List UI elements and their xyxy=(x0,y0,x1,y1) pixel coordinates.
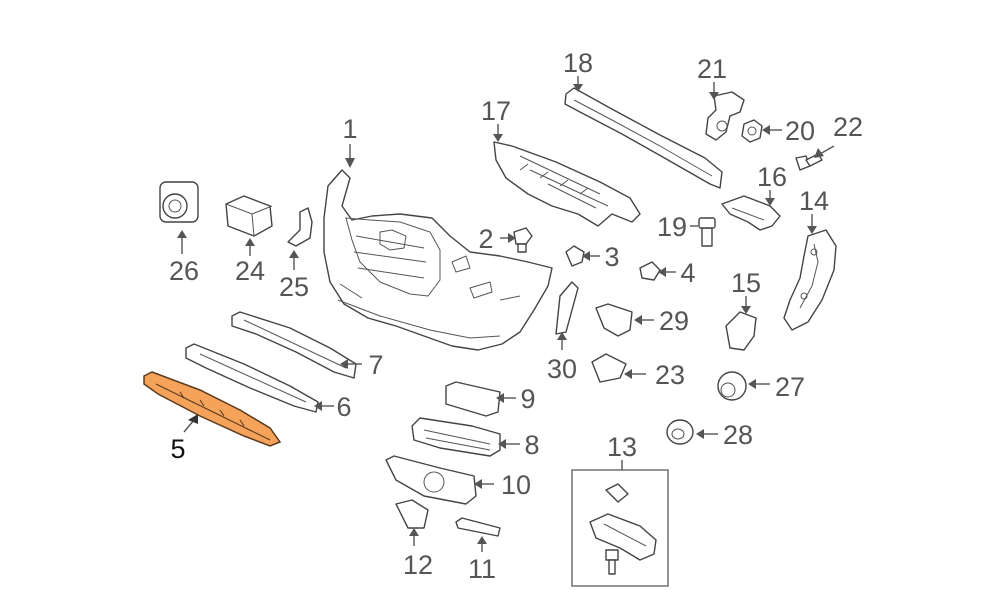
callout-28: 28 xyxy=(723,420,753,450)
callout-27: 27 xyxy=(775,372,805,402)
part-19-bolt[interactable] xyxy=(698,217,716,247)
callout-14: 14 xyxy=(799,186,829,216)
part-14-side-bracket[interactable] xyxy=(783,229,837,331)
part-11-trim-strip[interactable] xyxy=(455,517,501,537)
callout-4: 4 xyxy=(680,258,695,288)
leader-lines xyxy=(177,76,835,552)
callout-16: 16 xyxy=(757,162,787,192)
part-21-bracket[interactable] xyxy=(705,91,745,141)
part-25-bracket[interactable] xyxy=(287,207,313,247)
callout-22: 22 xyxy=(833,112,863,142)
part-23-cap[interactable] xyxy=(591,353,627,383)
callout-12: 12 xyxy=(403,550,433,580)
callout-10: 10 xyxy=(501,470,531,500)
callout-1: 1 xyxy=(342,114,357,144)
part-9-plate[interactable] xyxy=(445,381,501,417)
callout-7: 7 xyxy=(368,350,383,380)
part-2-bolt[interactable] xyxy=(513,227,533,253)
part-12-cap[interactable] xyxy=(395,499,429,529)
part-5-spoiler-highlighted[interactable] xyxy=(143,371,282,447)
callout-15: 15 xyxy=(731,268,761,298)
part-27-sensor-housing[interactable] xyxy=(717,371,747,401)
callout-25: 25 xyxy=(279,272,309,302)
part-29-cover[interactable] xyxy=(595,303,633,337)
part-1-bumper-cover[interactable] xyxy=(323,169,553,351)
callout-3: 3 xyxy=(604,242,619,272)
callout-11: 11 xyxy=(468,554,496,584)
callout-26: 26 xyxy=(169,256,199,286)
callout-20: 20 xyxy=(785,116,815,146)
part-17-absorber[interactable] xyxy=(493,141,641,227)
callout-30: 30 xyxy=(547,354,577,384)
callout-13: 13 xyxy=(607,432,637,462)
callout-2: 2 xyxy=(478,224,493,254)
callout-6: 6 xyxy=(336,392,351,422)
callout-9: 9 xyxy=(520,384,535,414)
callout-labels: 1 2 3 4 5 6 7 8 9 10 11 12 13 14 15 16 1… xyxy=(169,48,863,584)
part-4-clip[interactable] xyxy=(639,261,661,281)
callout-24: 24 xyxy=(235,256,265,286)
callout-19: 19 xyxy=(657,212,687,242)
part-28-grommet[interactable] xyxy=(666,419,694,445)
part-16-mount-bracket[interactable] xyxy=(721,195,781,231)
part-18-impact-bar[interactable] xyxy=(564,87,723,189)
callout-29: 29 xyxy=(659,306,689,336)
callout-18: 18 xyxy=(563,48,593,78)
part-15-cover[interactable] xyxy=(725,311,757,351)
part-26-sensor[interactable] xyxy=(159,181,199,223)
part-24-module[interactable] xyxy=(225,195,273,237)
part-13-kit[interactable] xyxy=(571,469,669,587)
callout-8: 8 xyxy=(524,430,539,460)
part-30-strip[interactable] xyxy=(555,281,579,335)
callout-21: 21 xyxy=(697,54,727,84)
part-7-lower-strip[interactable] xyxy=(231,311,357,379)
callout-5: 5 xyxy=(170,434,185,464)
part-6-lower-trim[interactable] xyxy=(185,343,319,413)
callout-17: 17 xyxy=(481,96,511,126)
part-3-clip[interactable] xyxy=(565,245,585,267)
part-20-nut[interactable] xyxy=(741,119,763,143)
callout-23: 23 xyxy=(655,360,685,390)
part-8-grille[interactable] xyxy=(411,417,501,457)
part-10-fog-grille[interactable] xyxy=(385,455,477,505)
